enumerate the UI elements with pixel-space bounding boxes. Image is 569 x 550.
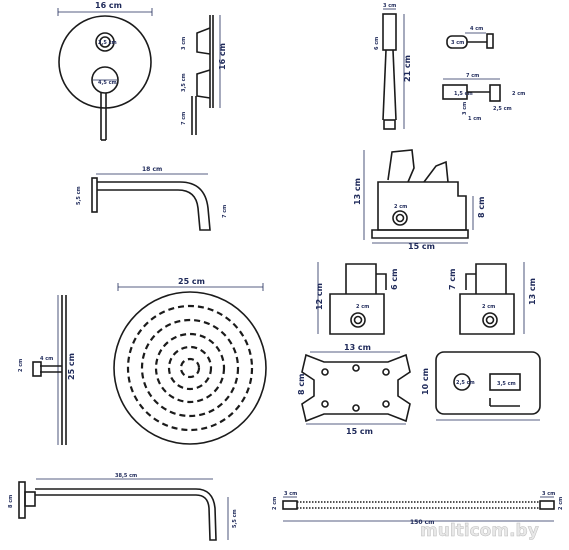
label-panel-depth: 3 cm <box>181 37 187 50</box>
wall-holder: 4 cm 3 cm <box>446 26 494 49</box>
shower-plate <box>113 291 267 445</box>
label-hose-length: 150 cm <box>410 519 434 526</box>
label-knob-small: 2,5 cm <box>98 40 117 46</box>
label-knob-large: 4,5 cm <box>98 80 117 86</box>
label-box-height: 10 cm <box>421 368 430 395</box>
label-mixer-a-pipe: 2 cm <box>356 304 369 310</box>
hose-nut-left <box>282 500 298 510</box>
label-panel-depth2: 3,5 cm <box>181 73 187 92</box>
label-bracket-base: 2,5 cm <box>493 106 512 112</box>
lever-hub <box>91 66 119 94</box>
label-holder-top: 4 cm <box>470 26 483 32</box>
label-hand-top: 6 cm <box>374 37 380 50</box>
label-side-depth: 4 cm <box>40 356 53 362</box>
label-spout-height: 5,5 cm <box>76 186 82 205</box>
mixer-a-port <box>350 312 366 328</box>
label-hand-length: 21 cm <box>403 55 412 82</box>
label-plate-side: 8 cm <box>297 374 306 395</box>
panel-plate-circle <box>58 15 152 109</box>
hand-shower: 3 cm 6 cm 21 cm <box>374 3 412 130</box>
arm-wall-flange <box>18 481 26 519</box>
spout-wall-plate <box>91 177 98 213</box>
label-plate-top: 13 cm <box>344 343 371 352</box>
label-spout-length: 18 cm <box>142 166 162 173</box>
bath-spout: 18 cm 5,5 cm 7 cm <box>76 166 228 231</box>
round-panel-side: 16 cm 3 cm 3,5 cm 7 cm <box>181 15 227 135</box>
label-mixer-b-pipe: 2 cm <box>482 304 495 310</box>
shower-head-side: 4 cm 2 cm 25 cm <box>18 295 76 445</box>
label-panel-height: 16 cm <box>218 43 227 70</box>
label-hand-head: 3 cm <box>383 3 396 9</box>
box-pipe-port <box>453 373 471 391</box>
shower-arm: 38,5 cm 8 cm 5,5 cm <box>8 473 238 541</box>
label-side-height: 25 cm <box>67 353 76 380</box>
hose-nut-right <box>539 500 555 510</box>
label-arm-start: 8 cm <box>8 495 14 508</box>
label-mixer-b-top: 7 cm <box>448 269 457 290</box>
label-hose-end-left: 3 cm <box>284 491 297 497</box>
mixer-cartridge-b: 7 cm 2 cm 13 cm <box>448 262 537 335</box>
concealed-valve-body: 13 cm 2 cm 8 cm 15 cm <box>353 149 486 251</box>
shower-hose: 3 cm 3 cm 2 cm 2 cm 150 cm <box>272 491 564 526</box>
label-box-port: 3,5 cm <box>497 381 516 387</box>
bracket-base <box>489 84 501 102</box>
label-valve-height: 13 cm <box>353 178 362 205</box>
label-hose-end-right: 3 cm <box>542 491 555 497</box>
label-panel-width: 16 cm <box>95 1 122 10</box>
diverter-knob <box>95 32 115 52</box>
label-box-pipe: 2,5 cm <box>456 380 475 386</box>
label-showerhead-diameter: 25 cm <box>178 277 205 286</box>
label-hose-dia-right: 2 cm <box>558 497 564 510</box>
label-lever-length: 7 cm <box>181 112 187 125</box>
label-arm-length: 38,5 cm <box>115 473 137 479</box>
label-valve-width: 15 cm <box>408 242 435 251</box>
hose-bracket: 7 cm 1,5 cm 2,5 cm 2 cm 3 cm 1 cm <box>442 73 525 122</box>
label-spout-drop: 7 cm <box>222 205 228 218</box>
watermark-text: multicom.by <box>420 521 539 541</box>
label-valve-pipe: 2 cm <box>394 204 407 210</box>
label-bracket-height: 2 cm <box>512 91 525 97</box>
label-bracket-width: 7 cm <box>466 73 479 79</box>
mixer-cartridge-a: 12 cm 2 cm 6 cm <box>315 262 399 335</box>
label-plate-bottom: 15 cm <box>346 427 373 436</box>
label-arm-drop: 5,5 cm <box>232 509 238 528</box>
label-mixer-a-height: 12 cm <box>315 283 324 310</box>
rain-shower-head: 25 cm <box>113 277 267 445</box>
label-side-pipe: 2 cm <box>18 359 24 372</box>
label-mixer-a-top: 6 cm <box>390 269 399 290</box>
label-bracket-ring: 1,5 cm <box>454 91 473 97</box>
valve-pipe-port <box>392 210 408 226</box>
label-hose-dia-left: 2 cm <box>272 497 278 510</box>
label-bracket-small1: 3 cm <box>462 102 468 115</box>
hand-shower-head <box>382 13 397 51</box>
box-port <box>489 373 521 391</box>
label-valve-body-height: 8 cm <box>477 197 486 218</box>
mounting-plate: 13 cm 8 cm 15 cm <box>297 343 411 436</box>
round-panel-front: 16 cm 2,5 cm 4,5 cm <box>57 1 153 141</box>
label-bracket-small2: 1 cm <box>468 116 481 122</box>
box-frame <box>435 351 541 415</box>
label-holder-ring: 3 cm <box>451 40 464 46</box>
label-mixer-b-height: 13 cm <box>528 278 537 305</box>
mixer-b-port <box>482 312 498 328</box>
installation-box: 2,5 cm 3,5 cm 10 cm <box>421 351 541 421</box>
